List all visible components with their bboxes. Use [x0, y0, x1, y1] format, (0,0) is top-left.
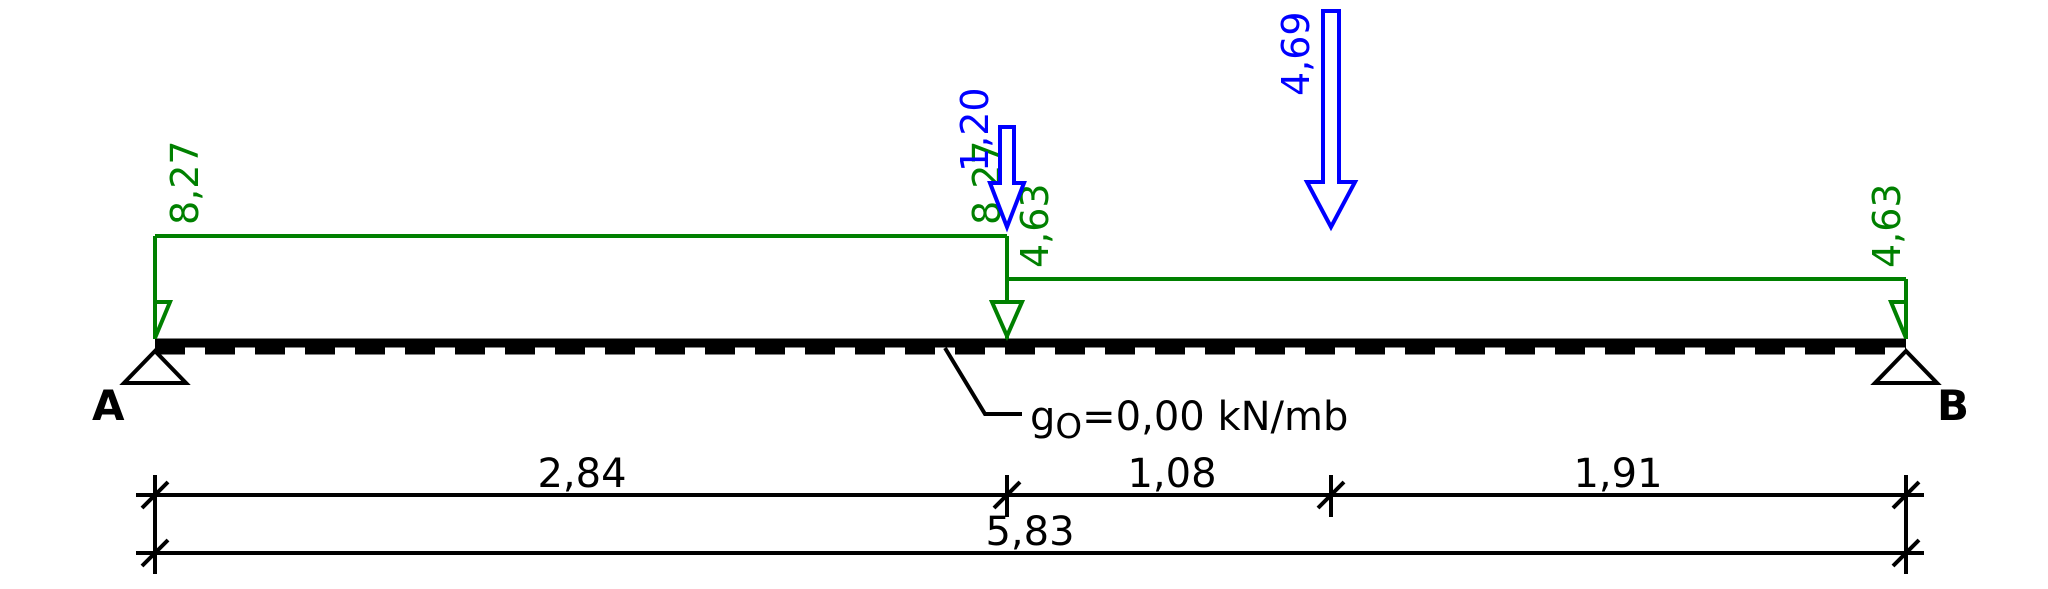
tick-mark [140, 538, 170, 568]
self-weight-symbol: g [1030, 394, 1055, 440]
roller-support-icon [1870, 348, 1942, 385]
point-load-2-value: 4,69 [1274, 11, 1318, 96]
segment-length-3: 1,91 [1573, 451, 1662, 497]
tick-mark [1891, 480, 1921, 510]
point-load-2-arrow-icon [1303, 9, 1359, 232]
pin-support-icon [119, 348, 191, 385]
segment-length-2: 1,08 [1127, 451, 1216, 497]
distributed-load-2 [1007, 277, 1908, 339]
total-length: 5,83 [985, 509, 1074, 555]
self-weight-value: =0,00 kN/mb [1082, 394, 1348, 440]
tick-mark [992, 480, 1022, 510]
self-weight-label: gO=0,00 kN/mb [1030, 394, 1348, 447]
self-weight-leader [943, 346, 1022, 416]
tick-mark [1316, 480, 1346, 510]
support-a: A [92, 348, 191, 430]
tick-mark [140, 480, 170, 510]
load-1-start-value: 8,27 [163, 140, 207, 225]
distributed-load-1 [153, 234, 1009, 339]
load-2-end-value: 4,63 [1865, 183, 1909, 268]
load-junction-arrowhead [988, 300, 1026, 341]
support-label-a: A [92, 381, 125, 430]
point-load-1-value: 1,20 [953, 87, 997, 172]
support-label-b: B [1937, 381, 1969, 430]
self-weight-subscript: O [1055, 407, 1082, 447]
dimension-lines [136, 475, 1924, 574]
support-b: B [1870, 348, 1969, 430]
load-2-right-arrowhead [1888, 300, 1908, 339]
load-1-left-arrowhead [153, 300, 173, 339]
point-load-2 [1303, 9, 1359, 232]
point-load-1-arrow-icon [987, 125, 1027, 233]
point-load-1 [987, 125, 1027, 233]
beam [155, 338, 1906, 355]
segment-length-1: 2,84 [537, 451, 626, 497]
tick-mark [1891, 538, 1921, 568]
